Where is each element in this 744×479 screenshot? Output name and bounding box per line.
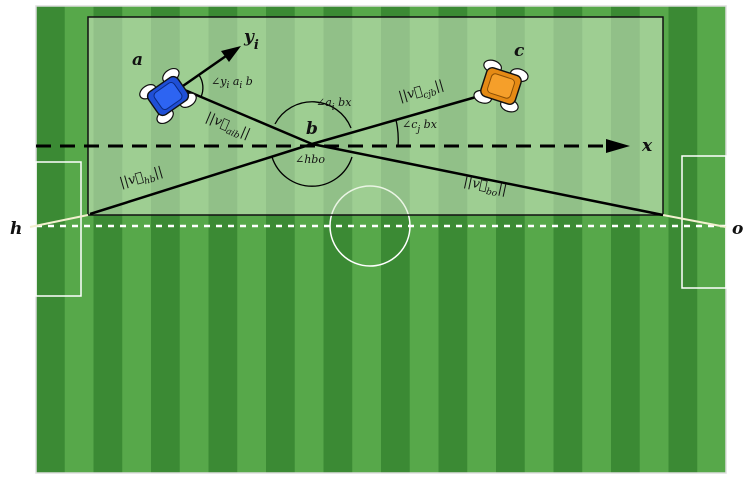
angle-cj-bx-end: bx [420, 118, 438, 131]
label-point-h: h [10, 219, 22, 239]
analysis-zone [88, 17, 663, 215]
label-point-b: b [306, 119, 318, 139]
label-point-c: c [514, 41, 525, 61]
label-point-o: o [732, 219, 743, 239]
angle-cj-bx-main: ∠c [402, 118, 417, 131]
label-x-axis: x [641, 136, 653, 156]
angle-ai-bx-main: ∠a [316, 96, 332, 109]
angle-ai-bx-end: bx [335, 96, 353, 109]
angle-yi-ai-b-main: ∠y [211, 75, 227, 88]
angle-yi-ai-b-end: b [242, 75, 253, 88]
label-y-axis-sub: i [254, 38, 259, 53]
angle-yi-ai-b-mid: a [229, 75, 239, 88]
pitch-stripe [36, 6, 65, 473]
label-point-a: a [132, 50, 143, 70]
label-angle-hbo: ∠hbo [295, 153, 325, 166]
pitch-stripe [697, 6, 726, 473]
pitch-stripe [669, 6, 698, 473]
